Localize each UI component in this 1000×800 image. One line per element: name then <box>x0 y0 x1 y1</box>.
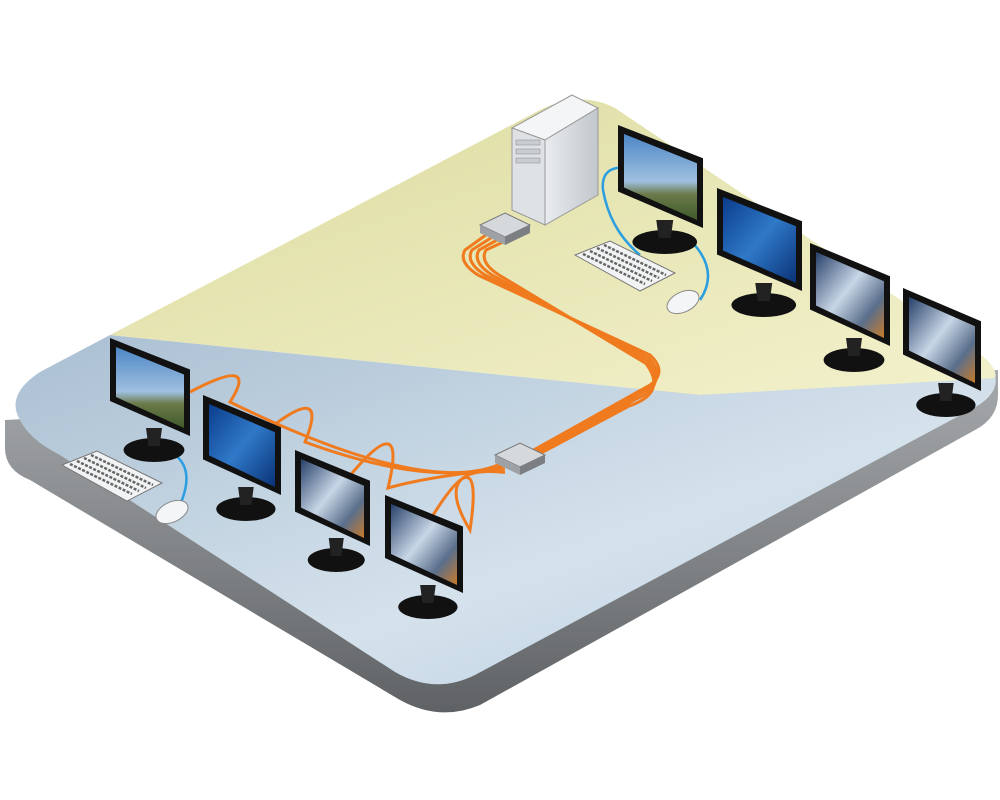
monitor-stand <box>823 348 885 372</box>
monitor-screen <box>723 197 796 283</box>
tower-side <box>544 107 599 226</box>
key-row <box>69 462 133 496</box>
monitor-neck <box>755 283 773 301</box>
kvm-transmitter <box>478 212 532 245</box>
monitor-left-2 <box>203 395 281 521</box>
key-row <box>589 249 653 283</box>
drive-bay <box>515 157 541 164</box>
monitor-left-4 <box>385 495 463 619</box>
monitor-screen <box>301 459 364 538</box>
monitor-stand <box>632 230 698 254</box>
keyboard-body <box>573 240 677 292</box>
kvm-receiver <box>493 442 547 475</box>
monitor-stand <box>123 438 185 462</box>
box-front <box>480 225 505 245</box>
key-row <box>582 252 646 286</box>
mouse-right <box>666 289 700 315</box>
keyboard-body <box>60 450 164 502</box>
keyboard-left <box>60 450 164 502</box>
monitor-screen <box>391 504 457 585</box>
monitor-screen <box>209 404 275 487</box>
box-side <box>505 225 530 245</box>
keyboard-right <box>573 240 677 292</box>
key-row <box>90 453 154 487</box>
drive-bay <box>515 148 541 155</box>
monitor-right-1 <box>618 125 703 254</box>
monitor-stand <box>916 393 976 417</box>
monitor-right-3 <box>810 243 890 372</box>
monitor-screen <box>624 134 697 220</box>
monitor-neck <box>420 585 436 603</box>
monitor-stand <box>307 548 365 572</box>
cable-trunk <box>482 236 656 466</box>
monitor-neck <box>846 338 862 356</box>
peripheral-cable <box>174 454 188 506</box>
monitor-stand <box>216 497 276 521</box>
monitor-neck <box>238 487 254 505</box>
monitor-screen <box>816 252 884 338</box>
monitor-neck <box>938 383 954 401</box>
mouse-left <box>155 499 189 525</box>
box-side <box>520 455 545 475</box>
monitor-screen <box>909 297 975 383</box>
monitor-screen <box>116 347 184 428</box>
cable-to-monitor <box>346 442 506 491</box>
computer-tower <box>510 94 600 226</box>
monitor-left-3 <box>295 450 370 572</box>
key-row <box>76 459 140 493</box>
monitor-neck <box>656 220 674 238</box>
drive-bay <box>515 139 541 146</box>
monitor-stand <box>731 293 797 317</box>
monitor-right-4 <box>903 288 981 417</box>
cable-to-monitor <box>428 470 506 535</box>
monitor-left-1 <box>110 338 190 462</box>
monitor-stand <box>398 595 458 619</box>
devices <box>60 94 981 619</box>
monitor-right-2 <box>717 188 802 317</box>
platform-zone-upper <box>110 99 996 395</box>
box-front <box>495 455 520 475</box>
monitor-neck <box>328 538 344 556</box>
key-row <box>603 243 667 277</box>
key-row <box>596 246 660 280</box>
key-row <box>83 456 147 490</box>
monitor-neck <box>146 428 162 446</box>
